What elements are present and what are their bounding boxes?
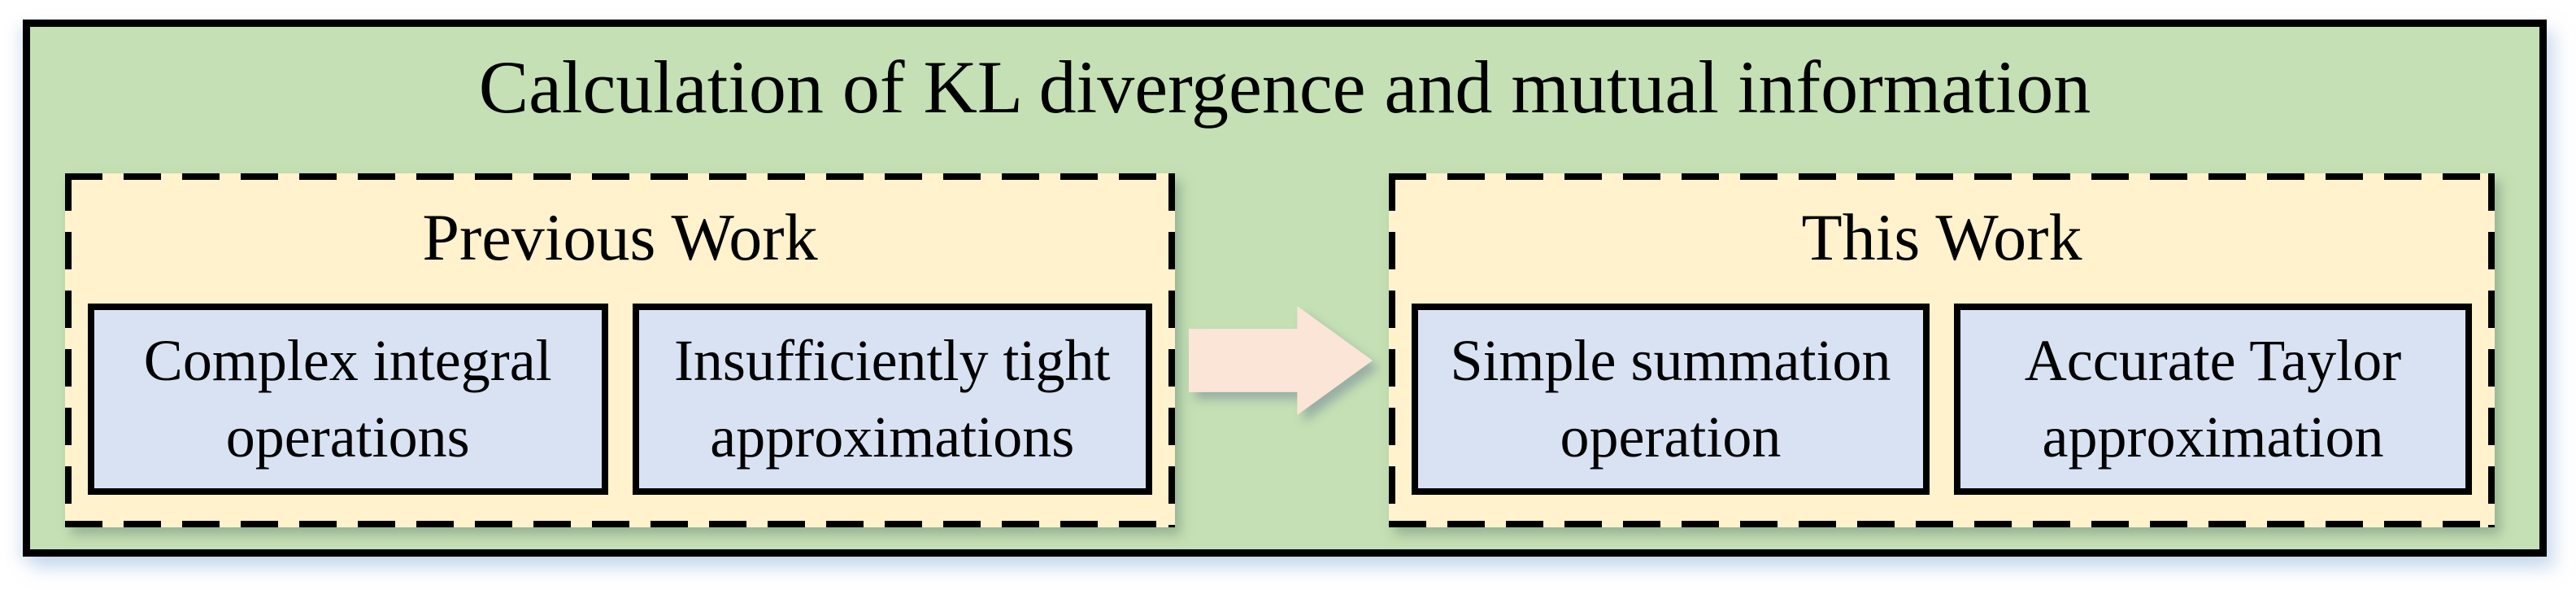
dashed-border-bottom [65,521,1175,527]
info-box-label: Simple summation operation [1450,327,1891,470]
info-box-complex-integral: Complex integral operations [88,304,608,495]
info-box-label: Complex integral operations [143,327,552,470]
info-box-label: Accurate Taylor approximation [2024,327,2402,470]
this-work-header: This Work [1801,200,2082,274]
info-box-accurate-taylor: Accurate Taylor approximation [1954,304,2472,495]
this-work-boxes: Simple summation operation Accurate Tayl… [1412,304,2472,495]
info-box-label: Insufficiently tight approximations [673,327,1111,470]
right-arrow-shape [1189,306,1373,415]
previous-work-header: Previous Work [422,200,818,274]
previous-work-panel: Previous Work Complex integral operation… [65,173,1175,527]
dashed-border-top [1389,173,2495,180]
transition-arrow-icon [1189,306,1373,415]
info-box-simple-summation: Simple summation operation [1412,304,1930,495]
dashed-border-bottom [1389,521,2495,527]
info-box-insufficiently-tight: Insufficiently tight approximations [632,304,1152,495]
dashed-border-top [65,173,1175,180]
diagram-title: Calculation of KL divergence and mutual … [478,46,2091,129]
diagram-frame: Calculation of KL divergence and mutual … [23,20,2547,557]
this-work-panel: This Work Simple summation operation Acc… [1389,173,2495,527]
previous-work-boxes: Complex integral operations Insufficient… [88,304,1152,495]
